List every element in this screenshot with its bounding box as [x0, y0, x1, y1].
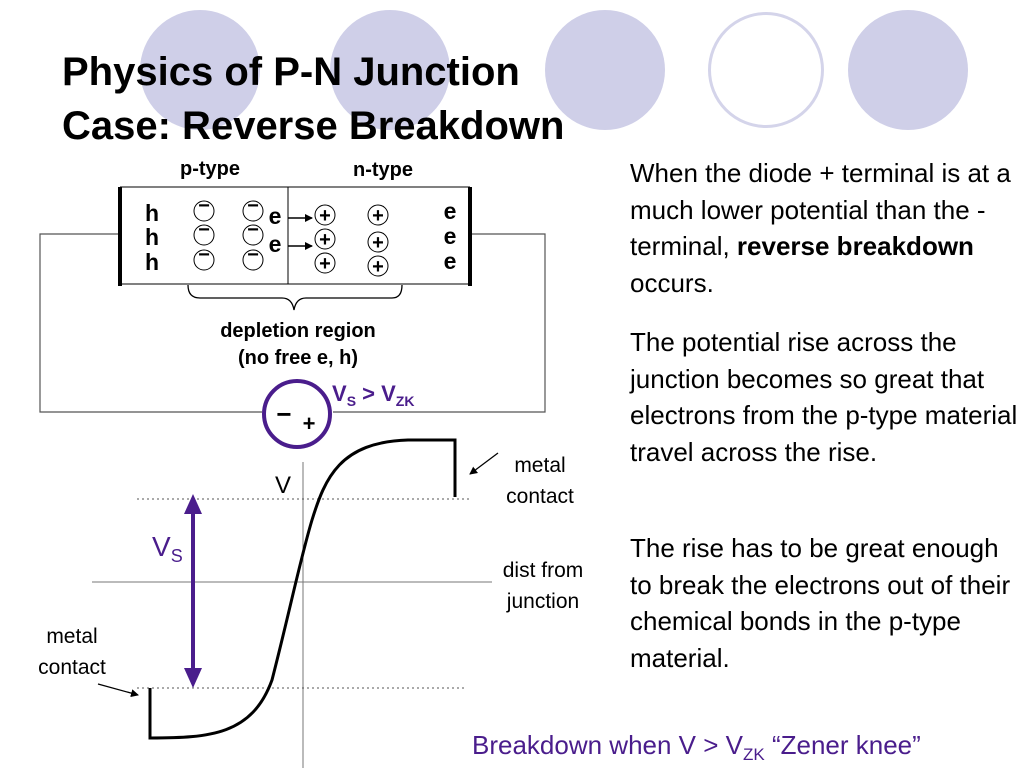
depletion-region-note: (no free e, h): [238, 347, 358, 369]
paragraph-1-text: When the diode + terminal is at a much l…: [630, 158, 1011, 261]
positive-ion: [314, 252, 336, 274]
source-voltage-v: V: [332, 381, 347, 406]
positive-ion-sign: +: [372, 232, 384, 254]
vs-label-v: V: [152, 531, 171, 562]
vs-arrowhead-top: [184, 494, 202, 514]
decor-ring: [708, 12, 824, 128]
source-voltage-gt: > V: [356, 381, 396, 406]
slide-title-line-2: Case: Reverse Breakdown: [62, 104, 565, 148]
potential-curve: [148, 438, 457, 740]
decor-circle: [848, 10, 968, 130]
source-plus-terminal: +: [303, 411, 316, 436]
electron-symbol: e: [269, 231, 282, 257]
depletion-region-label: depletion region: [220, 320, 376, 342]
positive-ion: [314, 204, 336, 226]
positive-ion: [367, 255, 389, 277]
vs-label-sub: S: [171, 546, 183, 566]
metal-contact-right-label-1: metal: [514, 454, 565, 477]
p-type-label: p-type: [180, 158, 240, 180]
negative-ion: [193, 224, 215, 246]
body-paragraph-3: The rise has to be great enough to break…: [630, 533, 1011, 673]
body-paragraph-2: The potential rise across the junction b…: [630, 327, 1018, 467]
body-paragraph-1: When the diode + terminal is at a much l…: [630, 155, 1020, 301]
circuit-wire-right: [333, 233, 546, 413]
footer-zener-knee: “Zener knee”: [764, 730, 921, 760]
negative-ion: [193, 200, 215, 222]
circuit-wire-left: [39, 233, 262, 413]
electron-symbol: e: [269, 203, 282, 229]
negative-ion: [242, 224, 264, 246]
metal-contact-left-label-1: metal: [46, 625, 97, 648]
hole-symbol: h: [145, 200, 159, 226]
footer-text: Breakdown when V > V: [472, 730, 743, 760]
source-minus-terminal: −: [276, 399, 291, 429]
metal-contact-left-pointer: [97, 683, 139, 698]
negative-ion-sign: −: [247, 195, 259, 217]
decor-circle: [545, 10, 665, 130]
metal-contact-left-label-2: contact: [38, 656, 106, 679]
distance-axis-label-2: junction: [506, 590, 579, 613]
slide-title-line-1: Physics of P-N Junction: [62, 50, 520, 94]
negative-ion: [242, 200, 264, 222]
negative-ion: [193, 249, 215, 271]
negative-ion-sign: −: [198, 244, 210, 266]
decor-circle: [330, 10, 450, 130]
reverse-breakdown-term: reverse breakdown: [736, 231, 974, 261]
footer-subscript: ZK: [743, 745, 765, 765]
electron-symbol: e: [444, 248, 457, 274]
negative-ion-sign: −: [247, 244, 259, 266]
distance-axis-label-1: dist from: [503, 559, 584, 582]
breakdown-footer: Breakdown when V > VZK “Zener knee”: [472, 730, 921, 765]
n-type-label: n-type: [353, 159, 413, 181]
positive-ion: [367, 204, 389, 226]
depletion-brace: [187, 284, 403, 311]
metal-contact-right-pointer: [469, 452, 499, 475]
source-voltage-label: VS > VZK: [332, 381, 414, 409]
positive-ion-sign: +: [319, 253, 331, 275]
decor-circle: [140, 10, 260, 130]
positive-ion-sign: +: [319, 205, 331, 227]
positive-ion-sign: +: [319, 229, 331, 251]
hole-symbol: h: [145, 224, 159, 250]
positive-ion: [314, 228, 336, 250]
junction-block: [118, 186, 472, 286]
electron-symbol: e: [444, 198, 457, 224]
potential-axis-label: V: [275, 472, 291, 499]
hole-symbol: h: [145, 249, 159, 275]
positive-ion-sign: +: [372, 205, 384, 227]
source-voltage-sub-s: S: [347, 393, 356, 409]
vs-arrowhead-bottom: [184, 668, 202, 688]
negative-ion-sign: −: [198, 219, 210, 241]
negative-ion: [242, 249, 264, 271]
electron-symbol: e: [444, 223, 457, 249]
positive-ion-sign: +: [372, 256, 384, 278]
negative-ion-sign: −: [198, 195, 210, 217]
paragraph-1-end: occurs.: [630, 267, 714, 298]
vs-label: VS: [152, 531, 183, 566]
positive-ion: [367, 231, 389, 253]
metal-contact-right-label-2: contact: [506, 485, 574, 508]
voltage-source: [262, 379, 332, 449]
negative-ion-sign: −: [247, 219, 259, 241]
source-voltage-sub-zk: ZK: [396, 393, 415, 409]
